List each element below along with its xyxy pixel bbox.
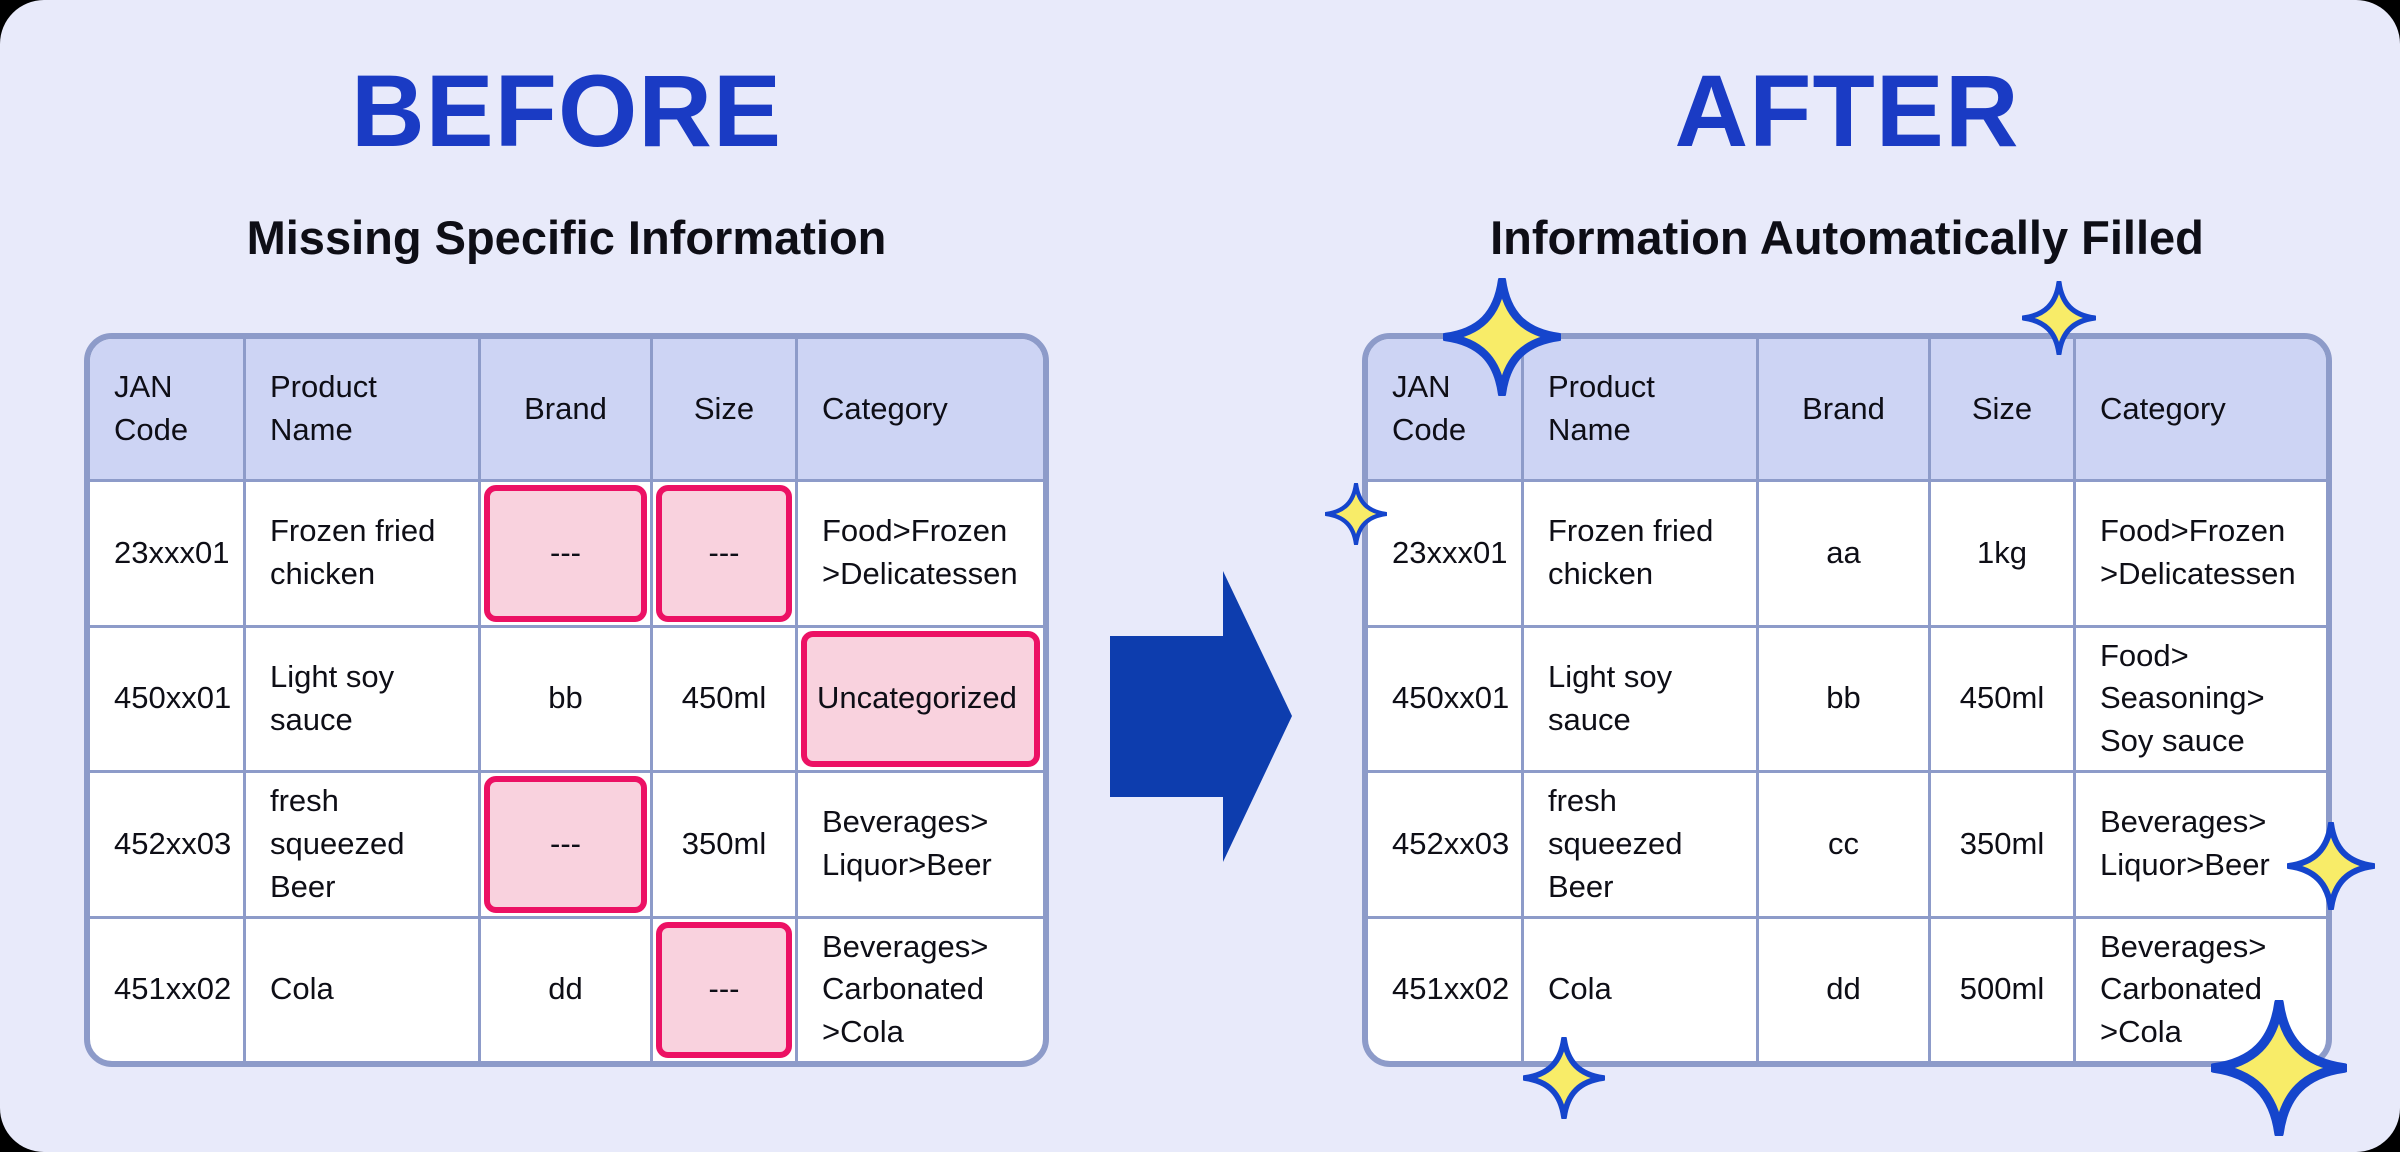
table-header-cell: Product Name [1524, 339, 1759, 479]
table-cell: Cola [246, 918, 481, 1061]
table-cell: 1kg [1931, 482, 2076, 625]
table-cell: Uncategorized [798, 628, 1043, 771]
highlighted-cell-box: --- [484, 776, 647, 913]
after-subtitle: Information Automatically Filled [1490, 211, 2204, 264]
table-cell: Food>Frozen >Delicatessen [822, 513, 1018, 592]
table-header-cell: Category [822, 390, 948, 426]
table-cell: 451xx02 [90, 918, 246, 1061]
table-cell: 23xxx01 [90, 482, 246, 625]
table-header-cell: JAN Code [1368, 339, 1524, 479]
table-header-cell: Size [653, 339, 798, 479]
sparkle-icon [1523, 1037, 1605, 1119]
table-cell: 500ml [1931, 918, 2076, 1061]
highlighted-cell-box: --- [656, 921, 792, 1058]
highlighted-cell-box: --- [484, 485, 647, 622]
table-cell: --- [653, 482, 798, 625]
highlighted-cell-box: Uncategorized [801, 630, 1040, 767]
table-header-cell: Category [2100, 390, 2226, 426]
table-cell: 350ml [653, 773, 798, 916]
table-cell: --- [481, 482, 653, 625]
table-cell: 23xxx01 [1368, 482, 1524, 625]
table-cell: bb [1759, 627, 1931, 770]
table-cell: Beverages> Carbonated >Cola [822, 928, 989, 1050]
table-cell: Cola [1524, 918, 1759, 1061]
table-cell: Frozen fried chicken [1524, 482, 1759, 625]
highlighted-cell-box: --- [656, 485, 792, 622]
table-cell: 350ml [1931, 773, 2076, 916]
table-cell: bb [481, 627, 653, 770]
arrow-right-icon [1110, 571, 1292, 862]
sparkle-icon [2211, 1000, 2347, 1136]
sparkle-icon [2287, 822, 2375, 910]
table-cell: 452xx03 [1368, 773, 1524, 916]
table-cell: fresh squeezed Beer [1524, 773, 1759, 916]
table-cell: Light soy sauce [246, 627, 481, 770]
table-cell: Food> Seasoning> Soy sauce [2100, 637, 2265, 759]
table-cell: Beverages> Liquor>Beer [822, 804, 992, 883]
table-cell: 450xx01 [1368, 627, 1524, 770]
table-cell: Food>Frozen >Delicatessen [2100, 513, 2296, 592]
after-title: AFTER [1674, 54, 2020, 168]
before-subtitle: Missing Specific Information [246, 211, 887, 264]
table-cell: 450xx01 [90, 627, 246, 770]
table-cell: fresh squeezed Beer [246, 773, 481, 916]
table-cell: aa [1759, 482, 1931, 625]
sparkle-icon [1443, 278, 1561, 396]
table-header-cell: JAN Code [90, 339, 246, 479]
table-cell: Beverages> Liquor>Beer [2100, 804, 2270, 883]
table-cell: cc [1759, 773, 1931, 916]
table-cell: --- [653, 918, 798, 1061]
table-cell: --- [481, 773, 653, 916]
table-header-cell: Brand [1759, 339, 1931, 479]
table-cell: dd [481, 918, 653, 1061]
table-cell: dd [1759, 918, 1931, 1061]
table-cell: 450ml [653, 627, 798, 770]
table-header-cell: Brand [481, 339, 653, 479]
sparkle-icon [1325, 483, 1387, 545]
table-cell: 452xx03 [90, 773, 246, 916]
sparkle-icon [2022, 281, 2096, 355]
table-cell: Beverages> Carbonated >Cola [2100, 928, 2267, 1050]
table-cell: Light soy sauce [1524, 627, 1759, 770]
table-cell: 450ml [1931, 627, 2076, 770]
table-header-cell: Product Name [246, 339, 481, 479]
before-title: BEFORE [350, 54, 783, 168]
table-cell: 451xx02 [1368, 918, 1524, 1061]
table-header-cell: Size [1931, 339, 2076, 479]
table-cell: Frozen fried chicken [246, 482, 481, 625]
